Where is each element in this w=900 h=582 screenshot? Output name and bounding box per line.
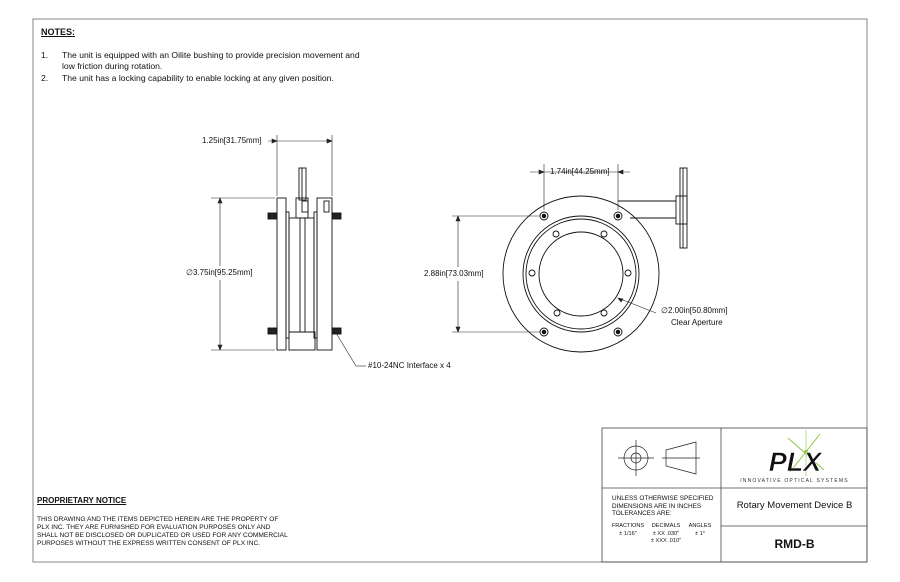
decimals-xxx-value: ± XXX .010": [650, 538, 682, 544]
part-number: RMD-B: [774, 537, 815, 551]
height-dimension-label: 2.88in[73.03mm]: [424, 269, 484, 278]
projection-symbol-icon: [618, 440, 700, 476]
plx-logo-icon: PLX: [768, 430, 825, 477]
note-text: The unit has a locking capability to ena…: [62, 73, 334, 83]
fractions-label: FRACTIONS: [611, 523, 645, 529]
side-view-dimensions: [211, 135, 366, 367]
note-number: 1.: [41, 50, 49, 60]
proprietary-title: PROPRIETARY NOTICE: [37, 496, 127, 505]
note-text: The unit is equipped with an Oilite bush…: [62, 50, 360, 71]
company-tagline: INNOVATIVE OPTICAL SYSTEMS: [740, 478, 849, 484]
front-view: [502, 167, 688, 353]
notes-title: NOTES:: [41, 27, 76, 37]
front-view-dimensions: [452, 164, 657, 333]
note-1: 1. The unit is equipped with an Oilite bu…: [41, 50, 372, 72]
interface-label: #10-24NC Interface x 4: [368, 361, 451, 370]
angles-value: ± 1°: [695, 531, 705, 537]
aperture-dimension-label: ∅2.00in[50.80mm]: [661, 306, 728, 315]
angles-label: ANGLES: [688, 523, 712, 529]
diameter-dimension-label: ∅3.75in[95.25mm]: [186, 268, 253, 277]
sheet-border: [32, 18, 868, 563]
note-2: 2. The unit has a locking capability to e…: [41, 73, 372, 84]
width-dimension-label: 1.25in[31.75mm]: [202, 136, 262, 145]
title-block-grid: [601, 427, 868, 563]
aperture-label: Clear Aperture: [671, 318, 723, 327]
side-view: [267, 167, 342, 351]
offset-dimension-label: 1.74in[44.25mm]: [550, 167, 610, 176]
decimals-xx-value: ± XX .030": [652, 531, 680, 537]
fractions-value: ± 1/16": [619, 531, 637, 537]
proprietary-body: This drawing and the items depicted here…: [37, 516, 288, 547]
drawing-title: Rotary Movement Device B: [736, 500, 853, 511]
tolerance-text: UNLESS OTHERWISE SPECIFIED DIMENSIONS AR…: [612, 495, 714, 518]
note-number: 2.: [41, 73, 49, 83]
plx-logo-text: PLX: [769, 447, 824, 477]
decimals-label: DECIMALS: [651, 523, 681, 529]
